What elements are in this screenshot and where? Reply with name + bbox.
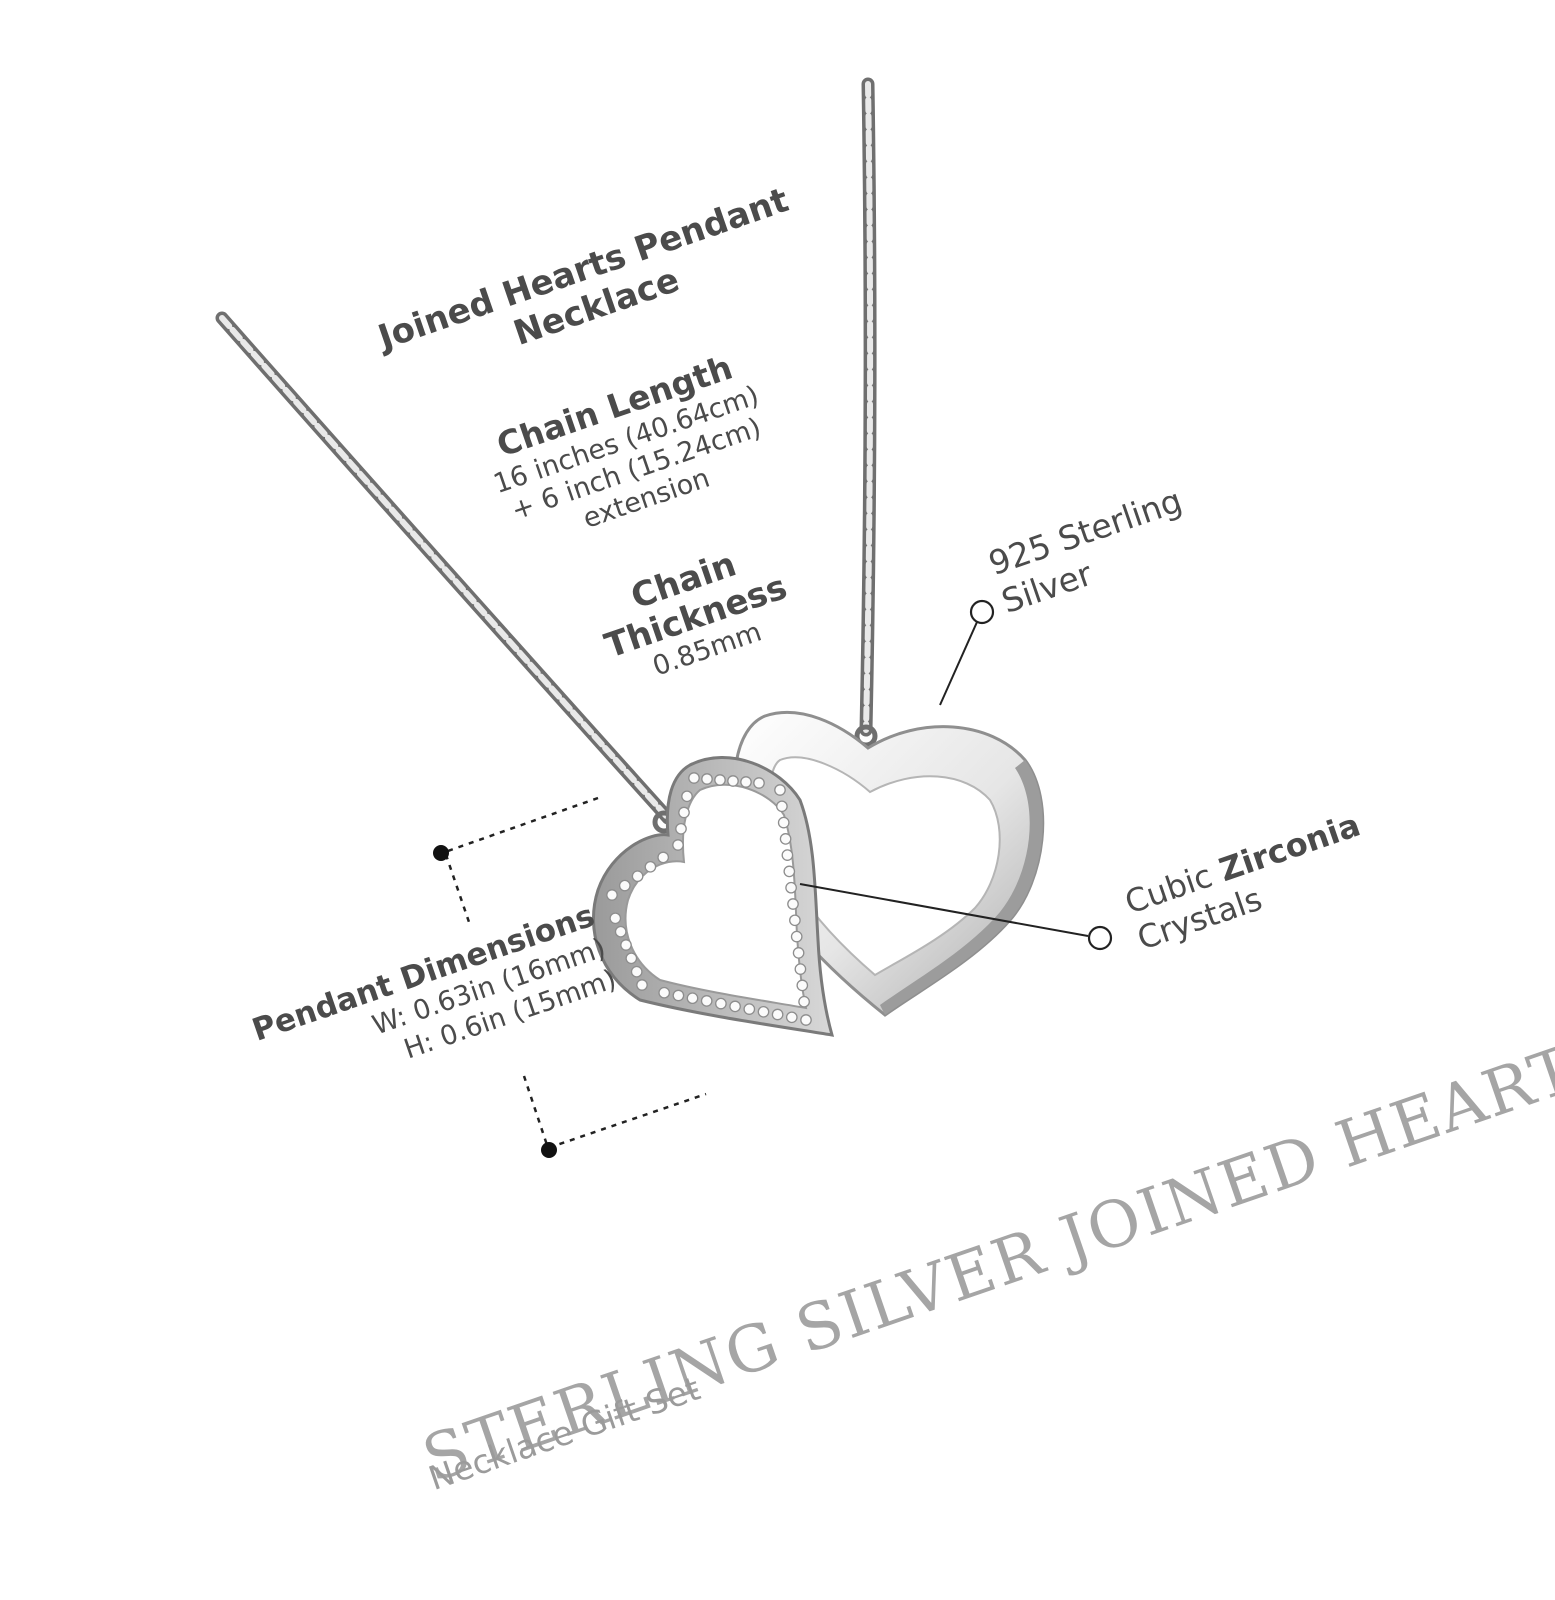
- crystal-stone: [609, 912, 622, 925]
- crystal-stone: [620, 939, 632, 951]
- crystal-stone: [727, 775, 739, 787]
- callout-circle-icon: [969, 599, 995, 625]
- crystal-stone: [785, 881, 797, 894]
- crystal-stone: [686, 992, 699, 1005]
- crystal-stone: [681, 790, 693, 803]
- crystal-stone: [606, 889, 618, 901]
- crystal-stone: [729, 1000, 741, 1013]
- crystal-stone: [783, 865, 796, 878]
- crystal-stone: [774, 784, 786, 796]
- crystal-callout: [799, 883, 1113, 951]
- crystal-stone: [625, 952, 638, 965]
- crystal-stone: [675, 822, 687, 835]
- crystal-stone: [790, 930, 803, 943]
- crystal-stone: [701, 773, 713, 785]
- crystal-stone: [631, 870, 644, 883]
- crystal-stone: [740, 776, 752, 788]
- crystal-stone: [789, 914, 801, 927]
- crystal-stone: [800, 1014, 812, 1026]
- crystal-stone: [792, 947, 805, 959]
- crystal-stone: [794, 963, 807, 975]
- crystal-stone: [614, 925, 627, 938]
- crystal-stone: [796, 979, 809, 992]
- crystal-stone: [678, 806, 690, 819]
- crystal-stone: [688, 772, 700, 784]
- crystal-stone: [715, 997, 727, 1010]
- crystal-stone: [777, 816, 790, 829]
- crystal-heart-icon: [591, 756, 835, 1037]
- crystal-stone: [743, 1003, 756, 1015]
- callout-circle-icon: [1087, 925, 1113, 951]
- crystal-stone: [657, 851, 670, 864]
- crystal-stone: [630, 965, 643, 978]
- crystal-stone: [672, 989, 685, 1002]
- crystal-stone: [757, 1005, 770, 1018]
- dimension-brackets: [433, 796, 707, 1158]
- crystal-stone: [776, 800, 788, 813]
- crystal-stone: [779, 833, 792, 845]
- crystal-stone: [700, 995, 713, 1007]
- crystal-stone: [785, 1011, 798, 1024]
- crystal-stone: [753, 777, 765, 789]
- crystal-stone: [636, 979, 648, 991]
- silver-callout: [939, 599, 995, 706]
- crystal-stone: [658, 986, 671, 999]
- crystal-stone: [618, 879, 631, 892]
- crystal-stone: [798, 995, 810, 1008]
- crystal-stone: [781, 849, 794, 861]
- crystal-stone: [787, 898, 799, 910]
- crystal-stone: [771, 1008, 784, 1021]
- crystal-stone: [644, 860, 657, 873]
- crystal-stone: [672, 839, 684, 851]
- crystal-stone: [714, 774, 726, 786]
